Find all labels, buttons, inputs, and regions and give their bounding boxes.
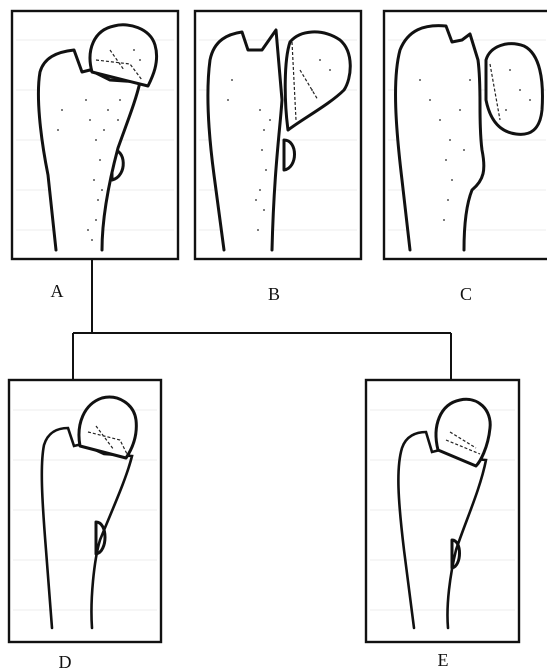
panel-b-label: B: [268, 284, 280, 304]
panel-a-label: A: [51, 281, 64, 301]
panel-e-label: E: [438, 650, 449, 670]
panel-d-femoral-head: [79, 397, 136, 458]
panel-c: [384, 11, 547, 259]
panel-d-label: D: [59, 652, 72, 672]
panel-e: [366, 380, 519, 642]
panel-c-label: C: [460, 284, 472, 304]
panel-b: [195, 11, 361, 259]
panel-b-lesser-trochanter: [284, 140, 295, 170]
panel-d: [9, 380, 161, 642]
connector-tree: [73, 260, 451, 380]
panel-b-femur-shaft: [208, 30, 282, 250]
panel-a: [12, 11, 178, 259]
